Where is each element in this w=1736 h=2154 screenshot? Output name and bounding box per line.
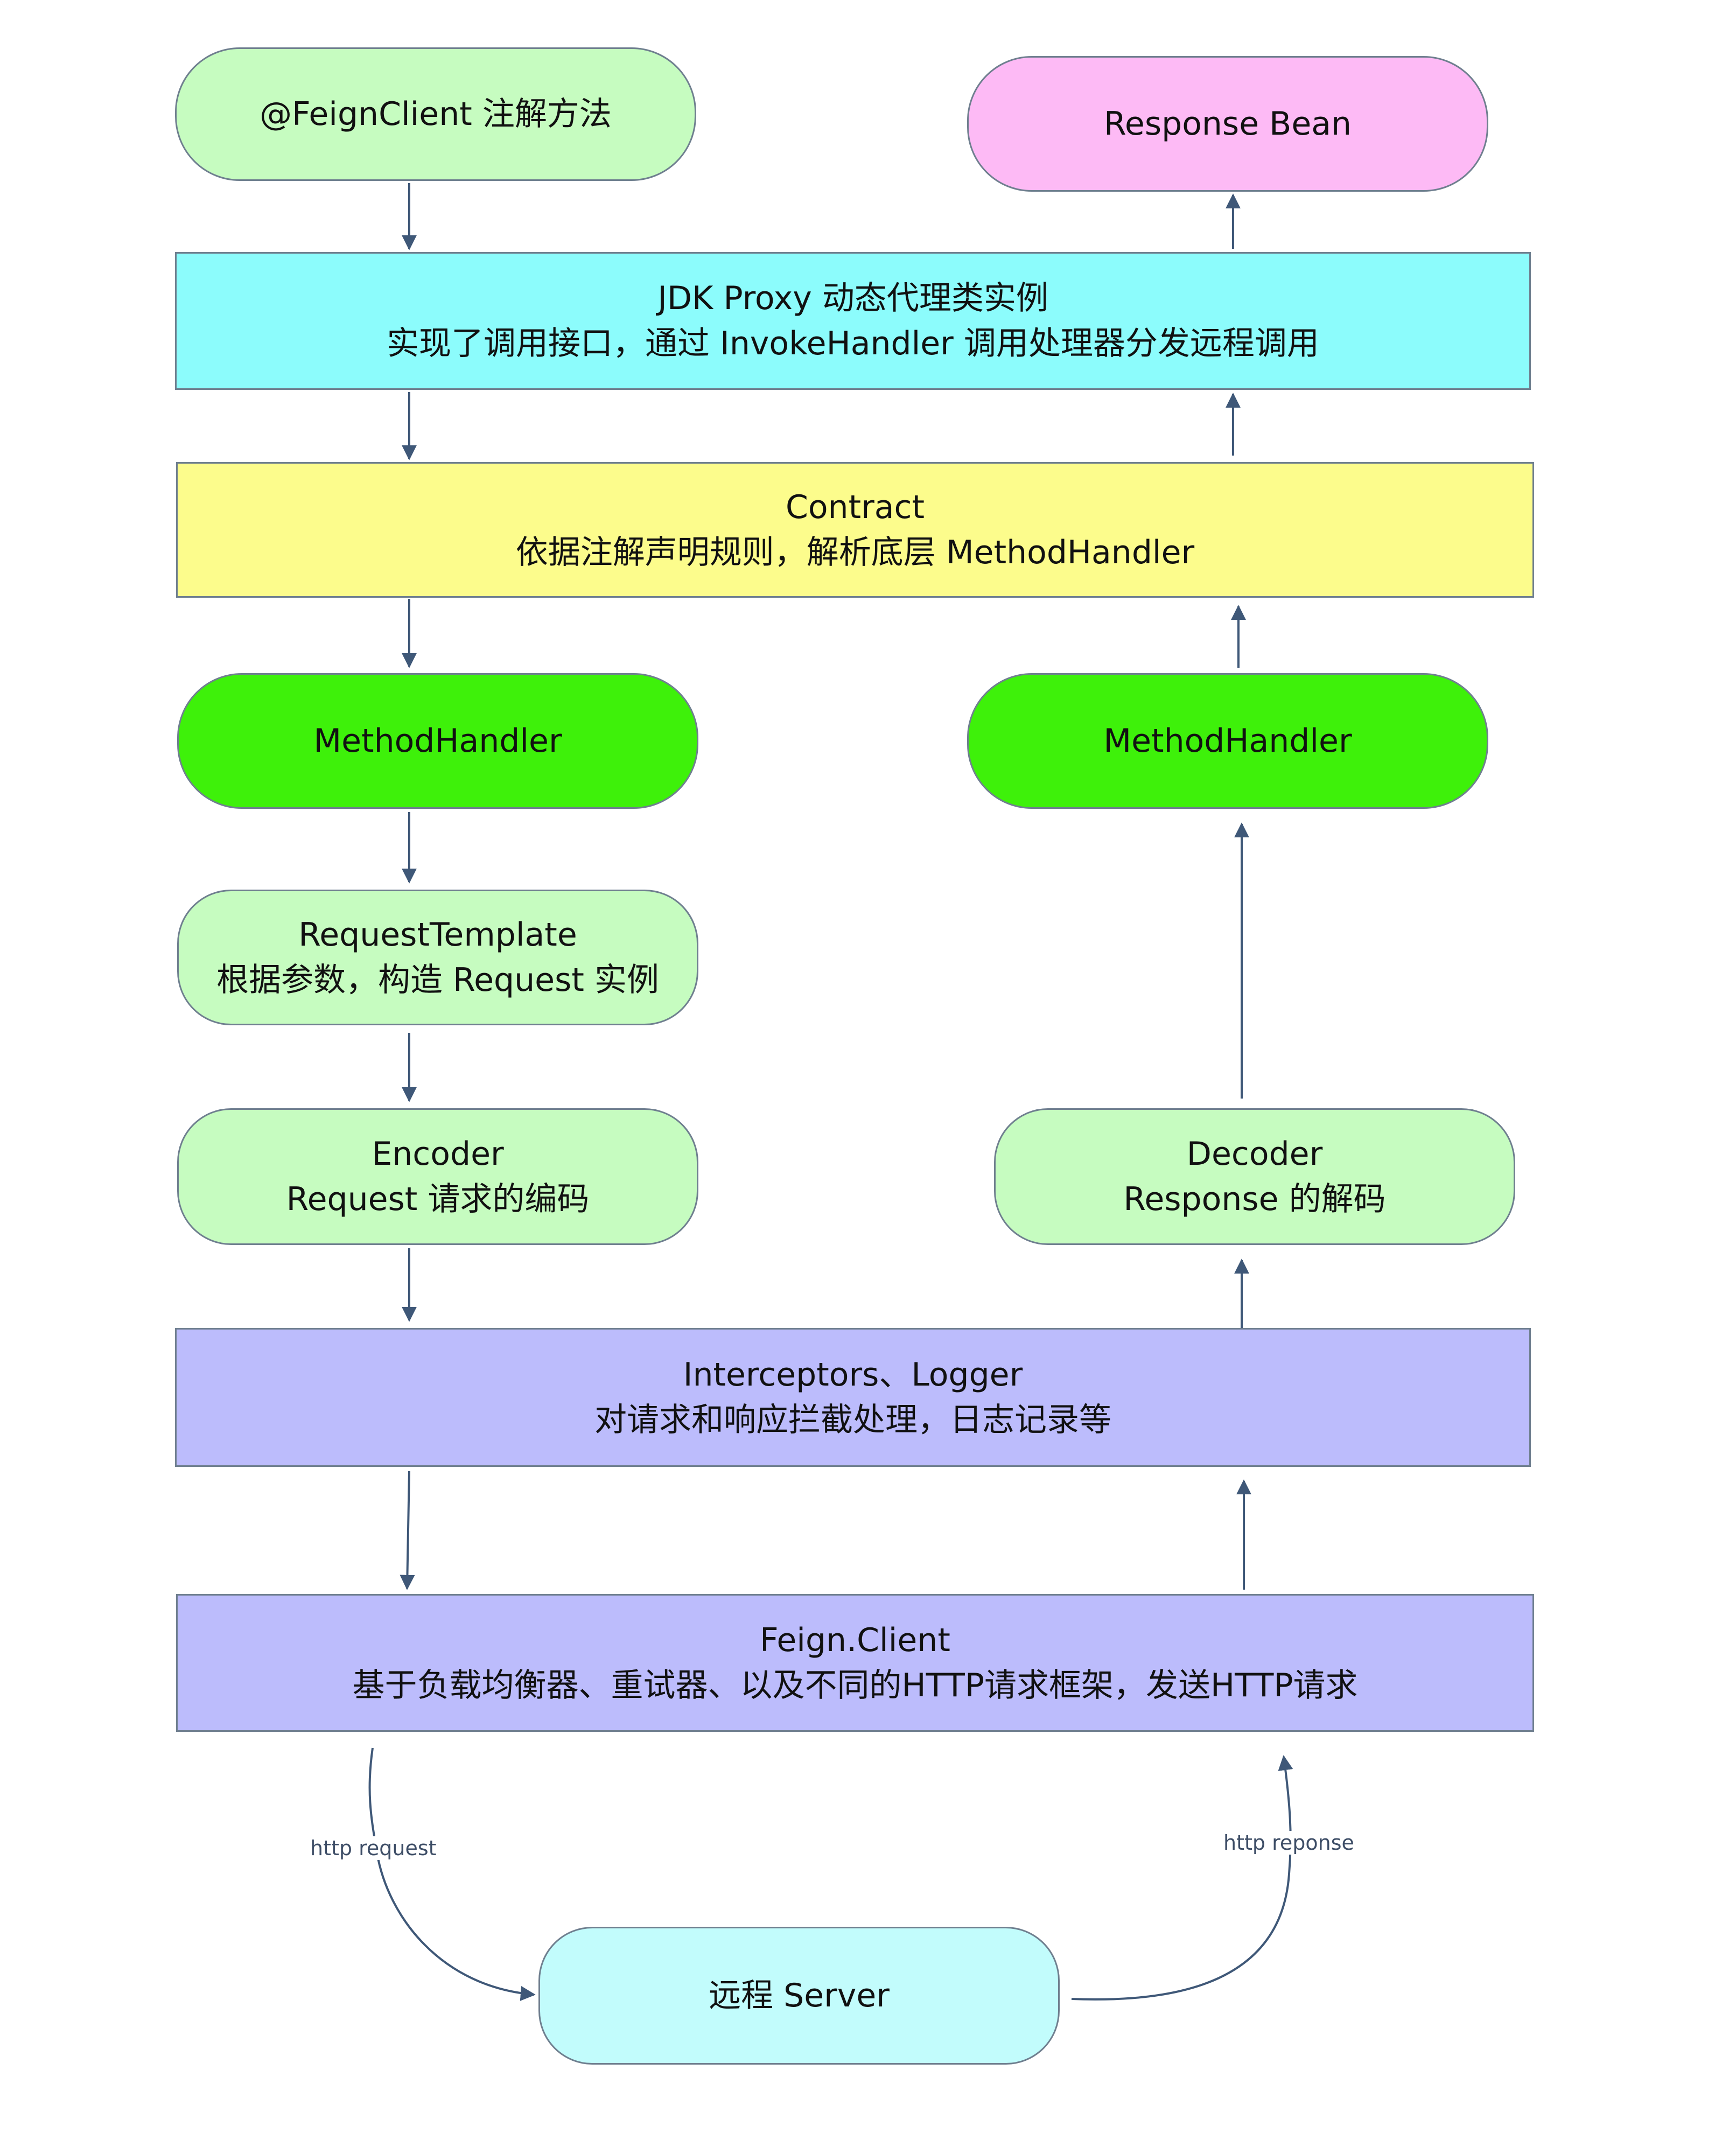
remote-server-label: 远程 Server: [709, 1977, 890, 2015]
response-bean-label: Response Bean: [1103, 105, 1352, 143]
remote-server-node: 远程 Server: [538, 1927, 1060, 2065]
feign-client-annotation-label: @FeignClient 注解方法: [260, 95, 612, 133]
arrow-interceptors-to-feignclient: [400, 1471, 415, 1590]
interceptors-logger-description: 对请求和响应拦截处理，日志记录等: [594, 1401, 1111, 1439]
contract-description: 依据注解声明规则，解析底层 MethodHandler: [515, 534, 1195, 571]
feign-client-description: 基于负载均衡器、重试器、以及不同的HTTP请求框架，发送HTTP请求: [352, 1667, 1358, 1704]
jdk-proxy-description: 实现了调用接口，通过 InvokeHandler 调用处理器分发远程调用: [387, 325, 1319, 362]
method-handler-left-label: MethodHandler: [313, 722, 562, 760]
encoder-title: Encoder: [372, 1135, 504, 1173]
decoder-node: Decoder Response 的解码: [994, 1108, 1515, 1245]
method-handler-right-label: MethodHandler: [1103, 722, 1352, 760]
arrow-http-request-curve: [368, 1747, 536, 2001]
contract-title: Contract: [785, 488, 925, 526]
interceptors-logger-title: Interceptors、Logger: [683, 1356, 1023, 1394]
request-template-description: 根据参数，构造 Request 实例: [216, 961, 659, 999]
arrow-http-response-curve: [1071, 1755, 1293, 2001]
decoder-title: Decoder: [1186, 1135, 1323, 1173]
feign-client-node: Feign.Client 基于负载均衡器、重试器、以及不同的HTTP请求框架，发…: [176, 1594, 1534, 1732]
encoder-node: Encoder Request 请求的编码: [177, 1108, 698, 1245]
feign-client-title: Feign.Client: [760, 1621, 950, 1659]
http-response-label: http reponse: [1220, 1831, 1357, 1855]
request-template-title: RequestTemplate: [298, 916, 577, 954]
method-handler-right-node: MethodHandler: [967, 673, 1488, 809]
decoder-description: Response 的解码: [1123, 1180, 1386, 1218]
response-bean-node: Response Bean: [967, 56, 1488, 192]
jdk-proxy-title: JDK Proxy 动态代理类实例: [657, 279, 1048, 317]
method-handler-left-node: MethodHandler: [177, 673, 698, 809]
request-template-node: RequestTemplate 根据参数，构造 Request 实例: [177, 890, 698, 1025]
feign-client-annotation-node: @FeignClient 注解方法: [175, 47, 696, 181]
contract-node: Contract 依据注解声明规则，解析底层 MethodHandler: [176, 462, 1534, 598]
interceptors-logger-node: Interceptors、Logger 对请求和响应拦截处理，日志记录等: [175, 1328, 1531, 1467]
jdk-proxy-node: JDK Proxy 动态代理类实例 实现了调用接口，通过 InvokeHandl…: [175, 252, 1531, 390]
http-request-label: http request: [307, 1836, 440, 1860]
encoder-description: Request 请求的编码: [286, 1180, 590, 1218]
